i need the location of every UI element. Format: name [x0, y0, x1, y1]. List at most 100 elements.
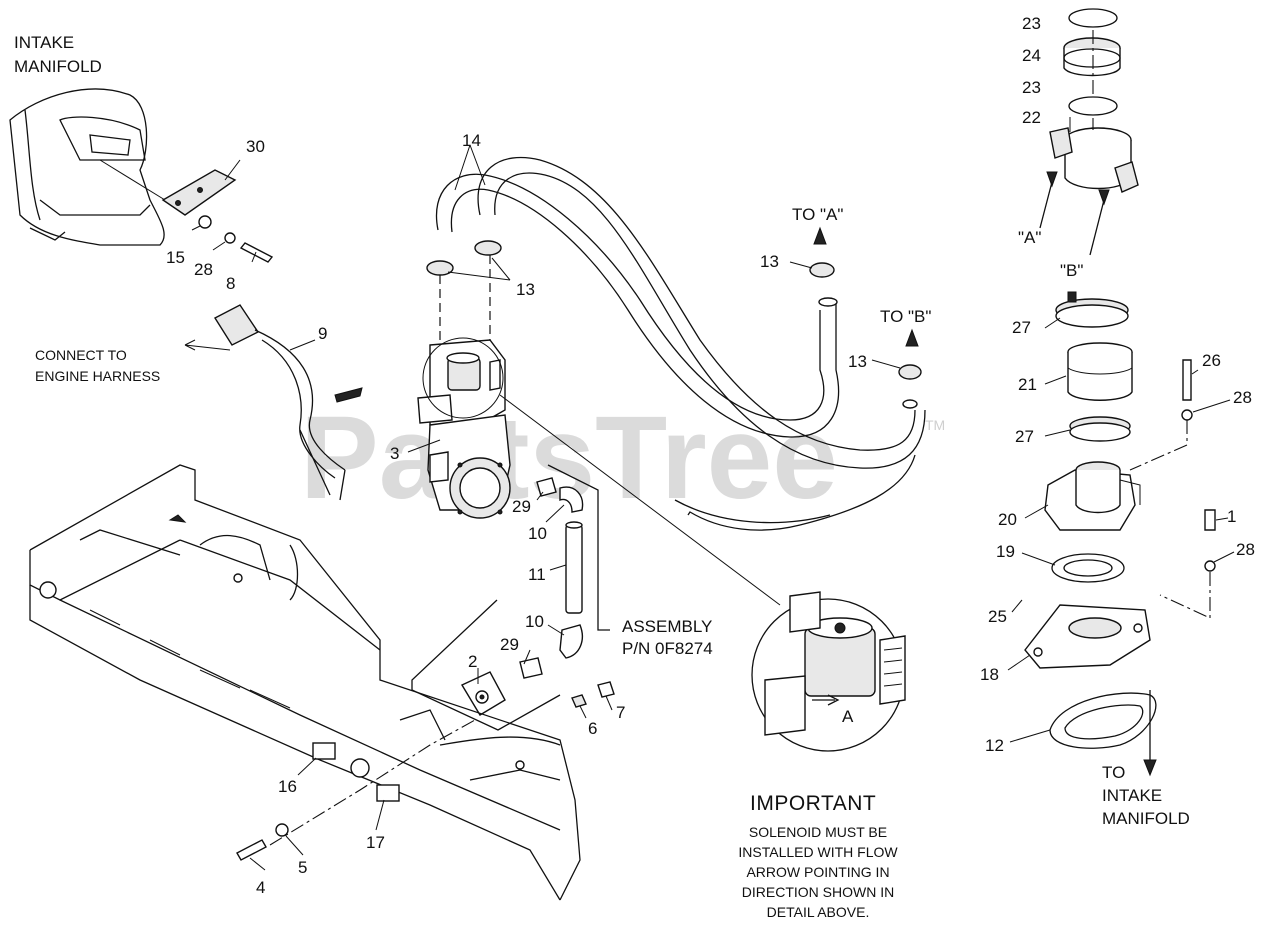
part-number-14: 14 — [462, 131, 481, 150]
part-number-28-bottom: 28 — [1236, 540, 1255, 559]
important-line-2: INSTALLED WITH FLOW — [738, 844, 898, 860]
leader-lines — [184, 117, 1235, 871]
important-line-4: DIRECTION SHOWN IN — [742, 884, 894, 900]
callout-to-intake-1: TO — [1102, 763, 1125, 782]
part-number-13-a: 13 — [516, 280, 535, 299]
part-10-elbow-lower — [559, 624, 584, 659]
part-number-3: 3 — [390, 444, 399, 463]
part-27-clamp-bottom — [1069, 416, 1131, 442]
part-3-regulator — [417, 339, 511, 519]
part-number-10-bottom: 10 — [525, 612, 544, 631]
arrow-to-a — [813, 226, 827, 245]
callout-port-b: "B" — [1060, 261, 1083, 280]
part-number-13-b: 13 — [760, 252, 779, 271]
part-number-22: 22 — [1022, 108, 1041, 127]
part-21-sleeve — [1067, 342, 1133, 401]
part-30-bracket — [161, 169, 237, 216]
part-number-27-bottom: 27 — [1015, 427, 1034, 446]
part-number-1: 1 — [1227, 507, 1236, 526]
part-27-clamp-top — [1055, 291, 1129, 328]
part-number-24: 24 — [1022, 46, 1041, 65]
part-number-23-top: 23 — [1022, 14, 1041, 33]
callout-to-intake-2: INTAKE — [1102, 786, 1162, 805]
callout-assembly-1: ASSEMBLY — [622, 617, 712, 636]
part-28-nut — [224, 232, 236, 244]
part-20-throttle-body — [1044, 461, 1141, 531]
part-24-coupler — [1063, 37, 1121, 77]
part-2-block — [460, 671, 506, 716]
part-8-bolt — [239, 242, 274, 263]
part-16-decal — [312, 742, 336, 760]
part-number-9: 9 — [318, 324, 327, 343]
part-number-16: 16 — [278, 777, 297, 796]
part-13-clamps — [426, 240, 922, 409]
callout-to-a: TO "A" — [792, 205, 843, 224]
part-number-25: 25 — [988, 607, 1007, 626]
part-number-17: 17 — [366, 833, 385, 852]
part-23-oring-lower — [1068, 96, 1118, 116]
part-1-screw — [1204, 509, 1216, 531]
part-23-oring-top — [1068, 8, 1118, 28]
callout-connect-harness-1: CONNECT TO — [35, 347, 127, 363]
part-number-30: 30 — [246, 137, 265, 156]
part-number-11: 11 — [528, 565, 546, 584]
part-number-29-top: 29 — [512, 497, 531, 516]
important-heading: IMPORTANT — [750, 792, 876, 815]
part-number-8: 8 — [226, 274, 235, 293]
part-11-tube — [565, 521, 583, 614]
part-number-26: 26 — [1202, 351, 1221, 370]
callout-port-a: "A" — [1018, 228, 1041, 247]
callout-assembly-2: P/N 0F8274 — [622, 639, 713, 658]
part-number-27-top: 27 — [1012, 318, 1031, 337]
solenoid-detail-view: A — [751, 591, 906, 752]
part-7-nut — [597, 681, 615, 698]
part-number-28-top: 28 — [194, 260, 213, 279]
part-number-19: 19 — [996, 542, 1015, 561]
part-number-5: 5 — [298, 858, 307, 877]
part-29-fitting-upper — [536, 477, 557, 497]
part-5-washer — [275, 823, 289, 837]
part-number-18: 18 — [980, 665, 999, 684]
part-number-2: 2 — [468, 652, 477, 671]
arrow-to-b — [905, 328, 919, 347]
important-line-5: DETAIL ABOVE. — [767, 904, 870, 920]
part-number-29-bottom: 29 — [500, 635, 519, 654]
flow-arrow-label: A — [842, 707, 854, 726]
part-number-4: 4 — [256, 878, 265, 897]
arrow-port-b — [1098, 189, 1110, 206]
watermark-trademark: TM — [925, 417, 945, 433]
part-22-mixer — [1049, 127, 1139, 193]
part-19-gasket — [1051, 553, 1125, 583]
part-number-7: 7 — [616, 703, 625, 722]
part-number-21: 21 — [1018, 375, 1037, 394]
part-number-13-c: 13 — [848, 352, 867, 371]
callout-intake-manifold-1: INTAKE — [14, 33, 74, 52]
callout-connect-harness-2: ENGINE HARNESS — [35, 368, 160, 384]
callout-to-intake-3: MANIFOLD — [1102, 809, 1190, 828]
part-10-elbow-upper — [559, 486, 584, 513]
watermark: PartsTree — [300, 392, 838, 524]
part-number-23-bottom: 23 — [1022, 78, 1041, 97]
part-29-fitting-lower — [519, 657, 543, 679]
part-17-decal — [376, 784, 400, 802]
important-line-1: SOLENOID MUST BE — [749, 824, 887, 840]
detail-circle — [422, 337, 504, 419]
part-12-gasket — [1049, 692, 1157, 749]
part-6-nut — [571, 694, 587, 708]
part-18-adapter — [1024, 604, 1151, 669]
arrow-port-a — [1046, 171, 1058, 188]
part-14-hoses — [435, 156, 926, 531]
part-number-12: 12 — [985, 736, 1004, 755]
part-15-washer — [198, 215, 212, 229]
frame-drawing — [29, 464, 581, 901]
callout-to-b: TO "B" — [880, 307, 931, 326]
part-9-harness — [214, 304, 363, 501]
part-28-nut-upper — [1181, 409, 1193, 421]
part-number-15: 15 — [166, 248, 185, 267]
part-number-28-mid: 28 — [1233, 388, 1252, 407]
part-4-bolt — [236, 839, 267, 861]
part-28-nut-lower — [1204, 560, 1216, 572]
detail-leader — [499, 394, 781, 606]
